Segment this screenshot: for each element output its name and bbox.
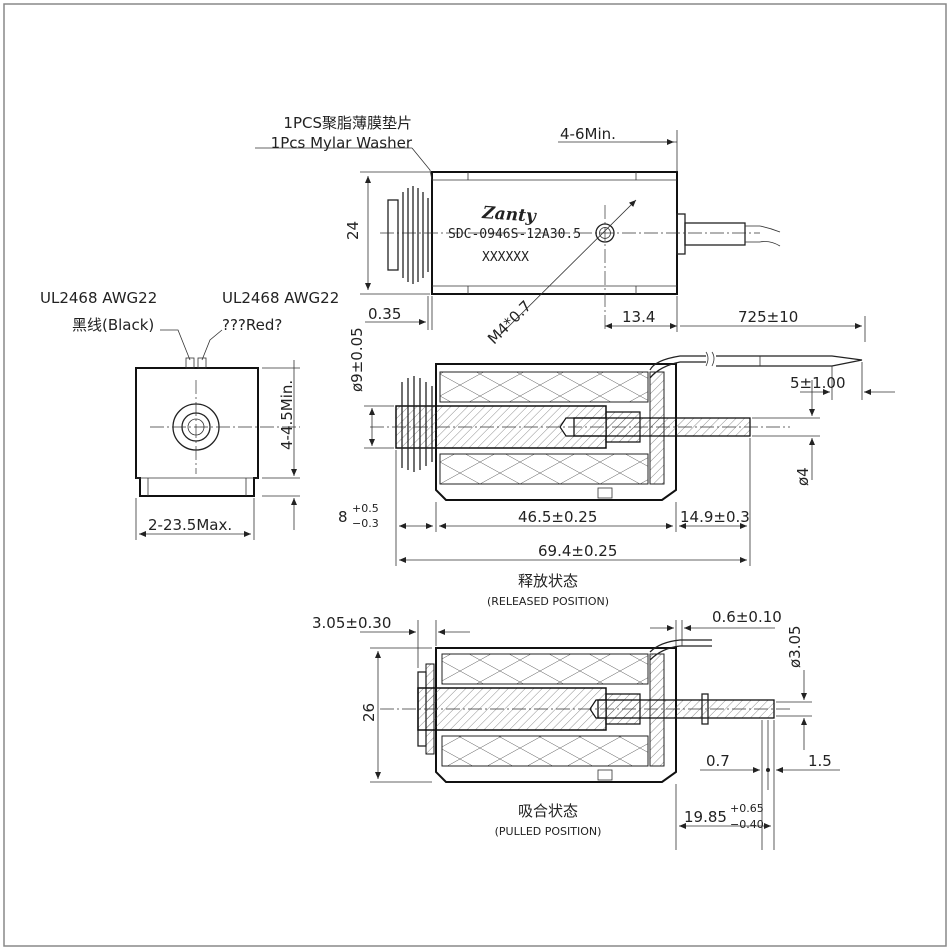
dim-front-base: 8 [338, 508, 348, 526]
dim-tail-plus: +0.65 [730, 802, 764, 815]
pulled-caption-en: (PULLED POSITION) [495, 825, 602, 838]
dim-clip-gap: 0.6±0.10 [712, 608, 782, 626]
released-housing [435, 363, 677, 501]
released-caption-en: (RELEASED POSITION) [487, 595, 609, 608]
dim-front-plus: +0.5 [352, 502, 379, 515]
dim-front-minus: −0.3 [352, 517, 379, 530]
wire-black-spec: UL2468 AWG22 [40, 289, 157, 307]
dim-tail-base: 19.85 [684, 808, 727, 826]
side-body-outline [135, 367, 259, 497]
released-section [364, 351, 895, 566]
dim-hole-offset: 13.4 [622, 308, 655, 326]
dim-width-max: 2-23.5Max. [148, 516, 232, 534]
dim-mount-depth: 4-4.5Min. [278, 380, 296, 450]
dim-strip: 5±1.00 [790, 374, 846, 392]
brand-logo: Zanty [481, 203, 538, 227]
dim-stroke-min: 4-6Min. [560, 125, 616, 143]
dim-pulled-height: 26 [360, 703, 378, 722]
pulled-caption-cn: 吸合状态 [518, 802, 578, 820]
dim-lead-length: 725±10 [738, 308, 798, 326]
dim-plunger-out: 14.9±0.3 [680, 508, 750, 526]
dim-groove-width: 0.7 [706, 752, 730, 770]
dim-top-height: 24 [344, 221, 362, 240]
dim-tail-minus: −0.40 [730, 818, 764, 831]
released-caption-cn: 释放状态 [518, 572, 578, 590]
top-view [255, 130, 866, 342]
pulled-push-rod [597, 699, 775, 719]
dim-bore: ø9±0.05 [348, 327, 366, 392]
pulled-housing [435, 647, 677, 783]
top-plunger-shaft [684, 222, 746, 246]
model-number: SDC-0946S-12A30.5 [448, 227, 581, 242]
wire-red-spec: UL2468 AWG22 [222, 289, 339, 307]
washer-label-en: 1Pcs Mylar Washer [271, 134, 413, 152]
drawing-frame [3, 3, 947, 947]
dim-mount-thread: M4*0.7 [484, 297, 535, 348]
pulled-section [360, 620, 840, 850]
serial-mark: XXXXXX [482, 250, 529, 265]
side-view [135, 329, 300, 540]
mount-hole [595, 223, 615, 243]
dim-groove-pos: 1.5 [808, 752, 832, 770]
wire-black-color: 黑线(Black) [72, 316, 154, 334]
dim-shaft: ø4 [794, 467, 812, 486]
washer-label-cn: 1PCS聚脂薄膜垫片 [283, 114, 412, 132]
dim-body: 46.5±0.25 [518, 508, 597, 526]
dim-overall: 69.4±0.25 [538, 542, 617, 560]
dim-groove-dia: ø3.05 [786, 625, 804, 668]
dim-flange-gap: 3.05±0.30 [312, 614, 391, 632]
mylar-washer-stack [387, 186, 429, 284]
wire-red-color: ???Red? [222, 316, 282, 334]
dim-washer-thk: 0.35 [368, 305, 401, 323]
